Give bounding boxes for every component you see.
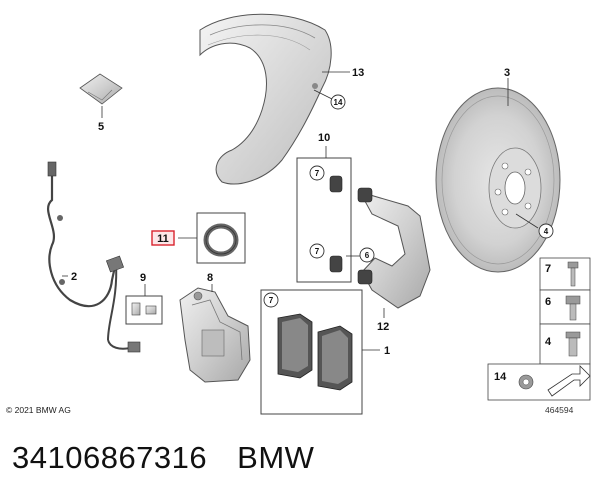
bleed-screw — [125, 295, 163, 325]
clip-part — [79, 73, 123, 105]
seal-ring — [196, 212, 246, 264]
callout-3: 3 — [504, 67, 510, 79]
legend-6: 6 — [545, 296, 551, 308]
splash-shield — [199, 13, 332, 185]
parts-diagram: 13 3 5 10 2 9 8 12 1 14 4 7 7 6 7 11 7 6… — [46, 13, 591, 415]
callout-7-upper: 7 — [315, 169, 320, 178]
callouts: 13 3 5 10 2 9 8 12 1 14 4 7 7 6 7 11 7 6… — [71, 67, 554, 383]
part-number: 34106867316 — [12, 440, 208, 475]
legend-7: 7 — [545, 263, 551, 275]
leader-lines — [62, 71, 539, 351]
callout-4: 4 — [544, 227, 549, 236]
callout-5: 5 — [98, 121, 104, 133]
fastener-legend — [487, 257, 591, 401]
callout-2: 2 — [71, 271, 77, 283]
callout-6: 6 — [365, 251, 370, 260]
callout-12: 12 — [377, 321, 389, 333]
callout-7-lower: 7 — [315, 247, 320, 256]
caliper-carrier — [357, 187, 431, 309]
callout-8: 8 — [207, 272, 213, 284]
callout-14: 14 — [334, 98, 343, 107]
legend-4: 4 — [545, 336, 552, 348]
guide-bolt-box — [296, 157, 352, 283]
callout-1: 1 — [384, 345, 390, 357]
callout-13: 13 — [352, 67, 364, 79]
callout-7-pads: 7 — [269, 296, 274, 305]
image-number: 464594 — [545, 405, 574, 415]
callout-10: 10 — [318, 132, 330, 144]
callout-11-highlighted: 11 — [157, 233, 169, 245]
brand-name: BMW — [237, 440, 315, 475]
wear-sensor-cable — [46, 161, 141, 353]
brake-caliper — [179, 287, 251, 383]
part-caption: 34106867316 BMW — [12, 440, 314, 476]
brake-disc — [435, 87, 561, 273]
brake-pads — [260, 289, 363, 415]
legend-14: 14 — [494, 371, 507, 383]
callout-9: 9 — [140, 272, 146, 284]
copyright-text: © 2021 BMW AG — [6, 405, 71, 415]
